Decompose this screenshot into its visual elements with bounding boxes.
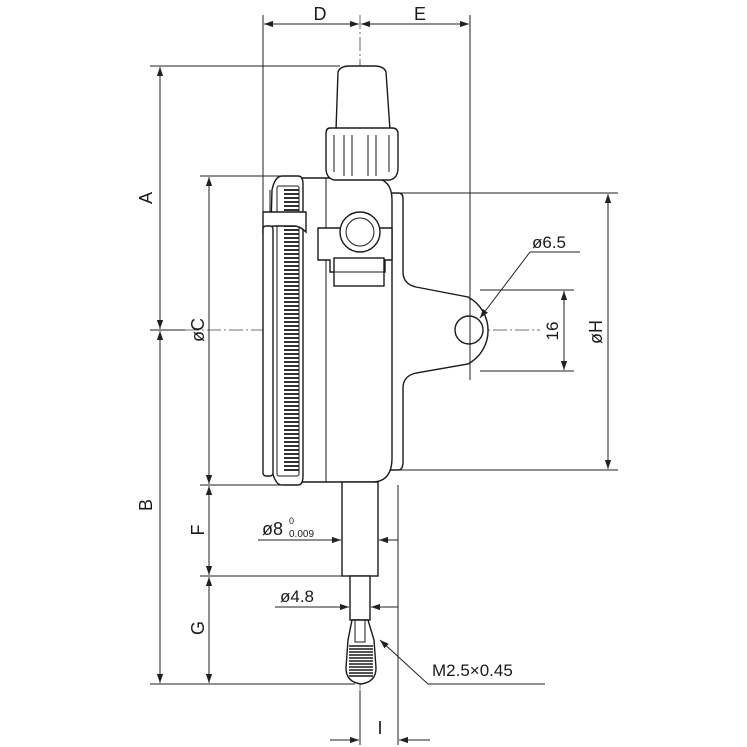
contact-point [345,619,377,685]
label-stem-tol-lower: 0.009 [289,529,314,540]
label-d: D [314,4,327,24]
label-e: E [414,4,426,24]
label-spindle-diameter: ø4.8 [280,587,314,606]
label-hole-diameter: ø6.5 [532,233,566,252]
label-stem-tol-upper: 0 [289,516,294,526]
dimension-labels: D E A B øC F G øH 16 ø6.5 ø8 0 0.009 ø4.… [136,4,606,738]
label-b: B [136,499,156,511]
label-stem-diameter: ø8 [262,519,283,539]
bezel [267,175,304,486]
label-h: øH [586,320,606,344]
label-i: I [377,718,382,738]
contact-point-knurling [349,645,373,677]
label-g: G [188,621,208,635]
bezel-clip [262,211,307,477]
dimensions [150,15,618,745]
bezel-knurling [284,189,299,471]
spindle [349,575,371,621]
label-f: F [188,525,208,536]
stem [341,481,379,577]
back-plate [384,192,489,471]
label-c: øC [188,318,208,342]
label-thread: M2.5×0.45 [432,661,513,680]
tolerance-knob [317,211,393,287]
top-stem [325,65,399,181]
label-a: A [136,192,156,204]
mounting-hole [454,315,484,345]
label-lug-width: 16 [543,322,562,341]
